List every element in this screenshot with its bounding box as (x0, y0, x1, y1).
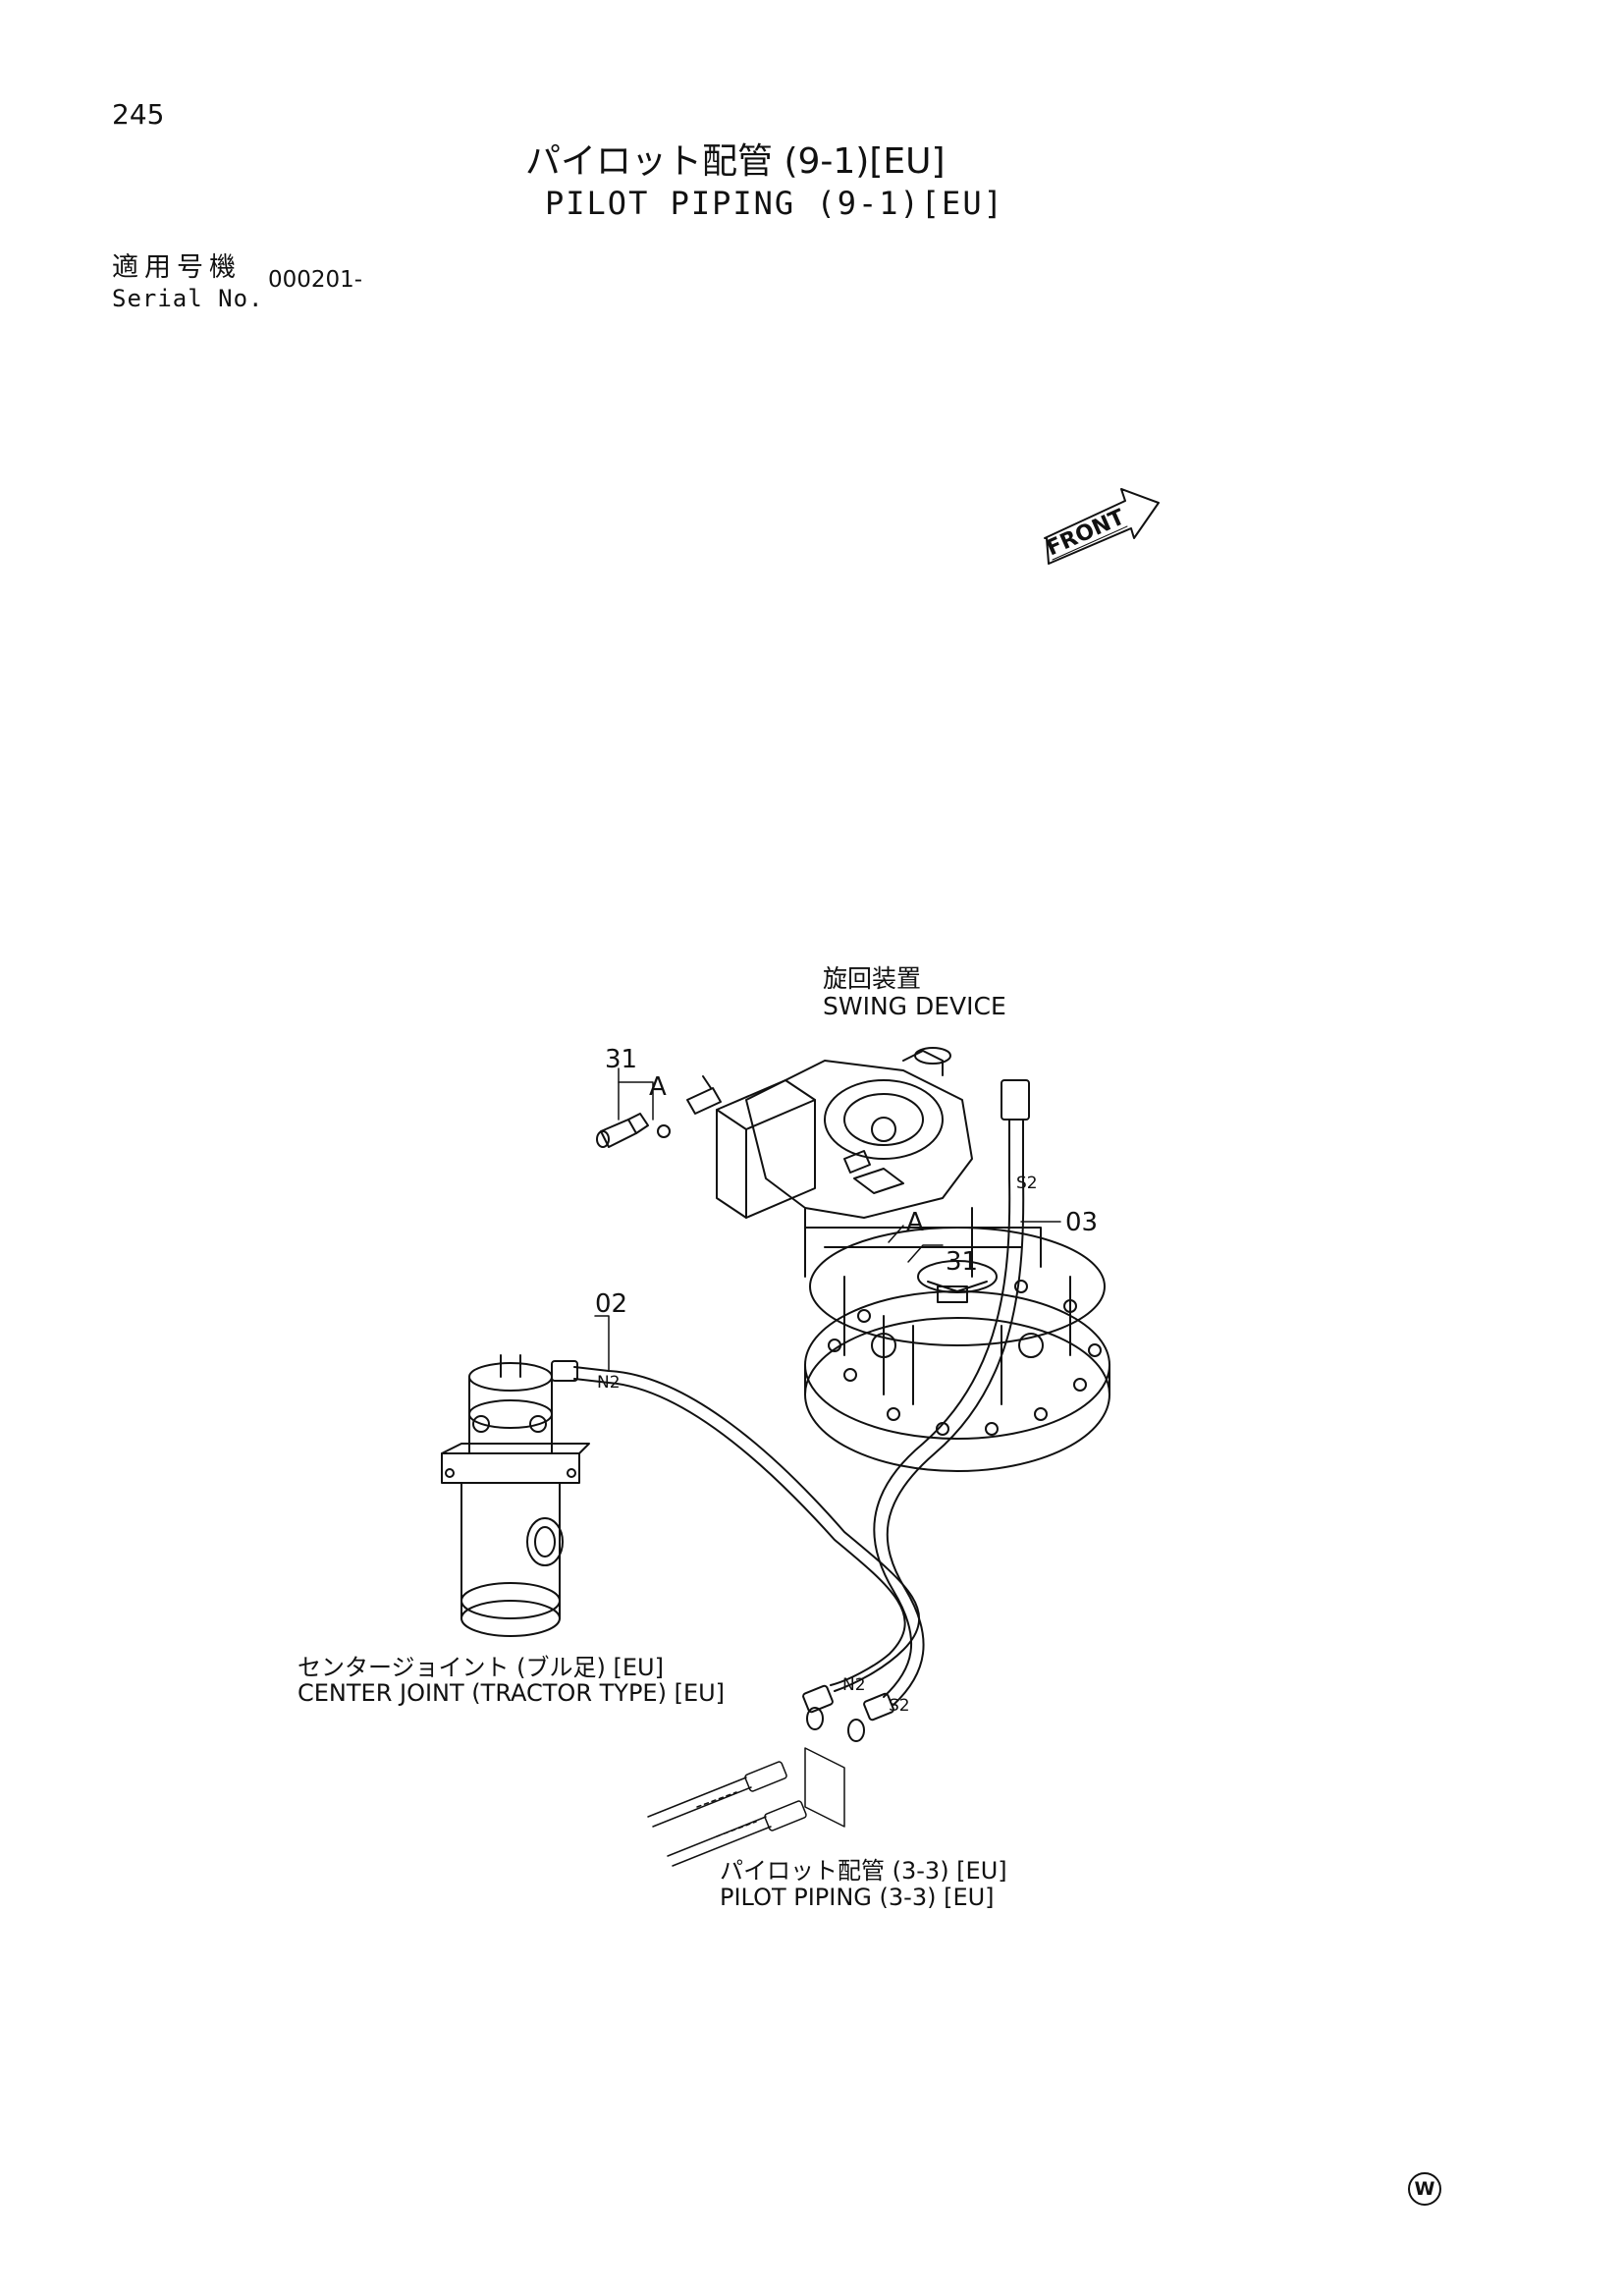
page-title-en: PILOT PIPING (9-1)[EU] (545, 185, 1004, 222)
port-label-s2-top: S2 (1016, 1174, 1038, 1193)
leader-lines (594, 1067, 1061, 1371)
swing-device-label-jp: 旋回装置 (823, 964, 922, 993)
page-number: 245 (112, 98, 165, 131)
footer-mark: W (1408, 2172, 1441, 2206)
swing-device-drawing (716, 1047, 1110, 1472)
front-arrow-label: FRONT (1043, 505, 1128, 561)
hose-02-drawing (551, 1360, 921, 1730)
callout-03: 03 (1065, 1208, 1099, 1237)
serial-label-jp: 適用号機 (112, 252, 242, 283)
center-joint-label-en: CENTER JOINT (TRACTOR TYPE) [EU] (298, 1679, 726, 1707)
fitting-part-31-icon (596, 1075, 722, 1148)
serial-label-en: Serial No. (112, 285, 264, 312)
footer-mark-letter: W (1414, 2178, 1435, 2200)
pilot-piping-ref-label-en: PILOT PIPING (3-3) [EU] (720, 1884, 995, 1911)
pilot-piping-ref-label-jp: パイロット配管 (3-3) [EU] (720, 1857, 1007, 1885)
front-arrow-icon (1044, 488, 1160, 565)
pilot-piping-connectors-drawing (647, 1747, 845, 1867)
page-title-jp: パイロット配管 (9-1)[EU] (525, 141, 946, 182)
swing-device-label-en: SWING DEVICE (823, 992, 1006, 1020)
callout-31-upper: 31 (605, 1045, 638, 1074)
center-joint-label-jp: センタージョイント (ブル足) [EU] (298, 1654, 664, 1681)
serial-value: 000201- (268, 267, 363, 293)
callout-02: 02 (595, 1289, 628, 1319)
hose-03-drawing (847, 1079, 1030, 1742)
center-joint-drawing (441, 1354, 590, 1637)
